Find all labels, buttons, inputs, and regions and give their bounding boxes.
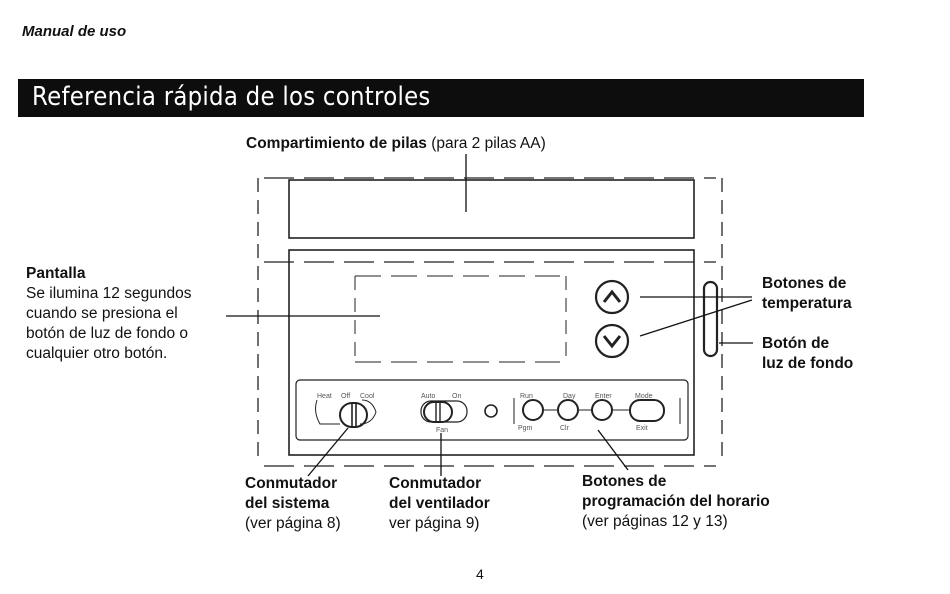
system-switch-callout-line: del sistema: [245, 495, 330, 512]
on-label: On: [452, 393, 461, 400]
display-callout-line: cualquier otro botón.: [26, 345, 168, 362]
schedule-callout-note: (ver páginas 12 y 13): [582, 513, 728, 530]
backlight-callout: Botón de luz de fondo: [762, 334, 853, 374]
fan-label: Fan: [436, 427, 448, 434]
schedule-callout-line: programación del horario: [582, 493, 770, 510]
pgm-label: Pgm: [518, 425, 533, 432]
system-switch-callout-note: (ver página 8): [245, 515, 341, 532]
display-callout-line: botón de luz de fondo o: [26, 325, 189, 342]
clear-label: Clr: [560, 425, 570, 432]
battery-callout: Compartimiento de pilas (para 2 pilas AA…: [246, 134, 546, 154]
backlight-button: [702, 280, 719, 358]
fan-switch-callout-line: Conmutador: [389, 475, 482, 492]
display-callout: Pantalla Se ilumina 12 segundos cuando s…: [26, 264, 191, 364]
mode-exit-button: [629, 399, 665, 422]
center-button: [484, 404, 498, 418]
run-label: Run: [520, 393, 533, 400]
temp-leader-down: [639, 299, 753, 337]
day-label: Day: [563, 393, 576, 400]
schedule-buttons-callout: Botones de programación del horario (ver…: [582, 472, 770, 532]
mode-label: Mode: [635, 393, 653, 400]
schedule-leader: [597, 429, 629, 471]
display-callout-line: cuando se presiona el: [26, 305, 178, 322]
section-title-bar: Referencia rápida de los controles: [18, 79, 864, 117]
section-title: Referencia rápida de los controles: [32, 82, 431, 112]
auto-label: Auto: [421, 393, 436, 400]
cool-label: Cool: [360, 393, 375, 400]
temp-down-button: [594, 323, 630, 359]
thermostat-face: [288, 249, 695, 456]
day-clear-button: [557, 399, 579, 421]
system-switch: [339, 402, 368, 428]
system-switch-callout: Conmutador del sistema (ver página 8): [245, 474, 341, 534]
heat-label: Heat: [317, 393, 332, 400]
fan-switch-callout: Conmutador del ventilador ver página 9): [389, 474, 490, 534]
display-callout-line: Se ilumina 12 segundos: [26, 285, 192, 302]
fan-switch-callout-line: del ventilador: [389, 495, 490, 512]
enter-button: [591, 399, 613, 421]
off-label: Off: [341, 393, 350, 400]
schedule-callout-line: Botones de: [582, 473, 667, 490]
run-program-button: [522, 399, 544, 421]
control-strip: [295, 379, 689, 441]
backlight-callout-line: luz de fondo: [762, 355, 854, 372]
fan-switch-callout-note: ver página 9): [389, 515, 480, 532]
battery-callout-normal: (para 2 pilas AA): [431, 135, 546, 152]
temp-buttons-callout-line: Botones de: [762, 275, 847, 292]
system-switch-callout-line: Conmutador: [245, 475, 338, 492]
page-number: 4: [476, 566, 484, 582]
temp-up-button: [594, 279, 630, 315]
temp-buttons-callout: Botones de temperatura: [762, 274, 852, 314]
battery-callout-bold: Compartimiento de pilas: [246, 135, 427, 152]
backlight-callout-line: Botón de: [762, 335, 830, 352]
manual-header: Manual de uso: [22, 23, 127, 40]
exit-label: Exit: [636, 425, 648, 432]
hold-label: Enter: [595, 393, 612, 400]
system-leader: [307, 427, 349, 477]
temp-buttons-callout-line: temperatura: [762, 295, 852, 312]
display-callout-title: Pantalla: [26, 265, 86, 282]
fan-switch: [423, 401, 453, 423]
battery-compartment: [288, 179, 695, 239]
